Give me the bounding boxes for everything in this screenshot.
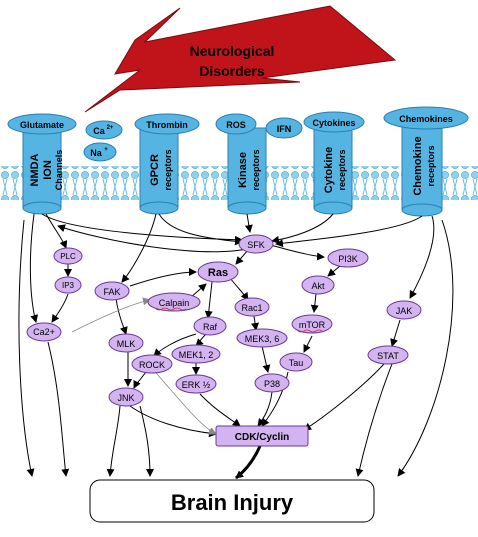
node-calpain: Calpain — [147, 292, 201, 312]
svg-text:JAK: JAK — [396, 306, 413, 316]
receptor-nmda-line-3: Channels — [54, 150, 64, 191]
brain-injury-box: Brain Injury — [89, 479, 375, 523]
svg-text:Rac1: Rac1 — [241, 303, 262, 313]
svg-text:ERK ½: ERK ½ — [182, 380, 211, 390]
node-plc: PLC — [53, 247, 83, 265]
svg-text:MEK3, 6: MEK3, 6 — [245, 334, 280, 344]
node-erk: ERK ½ — [175, 374, 217, 394]
svg-text:MLK: MLK — [117, 339, 136, 349]
svg-text:PI3K: PI3K — [338, 254, 358, 264]
node-stat: STAT — [367, 345, 409, 365]
receptor-label-glutamate: Glutamate — [20, 120, 64, 130]
node-mek36: MEK3, 6 — [236, 328, 288, 348]
node-rock: ROCK — [131, 354, 173, 374]
receptor-label-ros: ROS — [226, 120, 246, 130]
brain-injury-label: Brain Injury — [171, 490, 294, 515]
receptor-nmda-line-1: NMDA — [29, 153, 41, 186]
svg-text:Chemokine: Chemokine — [412, 136, 424, 195]
node-tau: Tau — [279, 352, 313, 372]
svg-text:Tau: Tau — [289, 358, 304, 368]
svg-text:SFK: SFK — [247, 240, 265, 250]
neurological-disorders-banner: Neurological Disorders — [84, 5, 397, 113]
svg-text:mTOR: mTOR — [299, 320, 326, 330]
receptor-label-thrombin: Thrombin — [146, 120, 188, 130]
svg-text:CDK/Cyclin: CDK/Cyclin — [235, 432, 289, 443]
svg-text:ROCK: ROCK — [139, 360, 165, 370]
receptor-label-chemokines: Chemokines — [399, 114, 453, 124]
receptor-chemokine: Chemokines Chemokine receptors — [383, 106, 469, 217]
node-mtor: mTOR — [291, 314, 333, 334]
svg-text:P38: P38 — [264, 379, 280, 389]
banner-line-1: Neurological — [190, 43, 275, 59]
ion-na: Na + — [83, 142, 117, 162]
svg-text:Akt: Akt — [311, 281, 325, 291]
node-cdk-cyclin: CDK/Cyclin — [215, 425, 309, 447]
node-fak: FAK — [94, 281, 130, 301]
svg-text:STAT: STAT — [377, 351, 399, 361]
svg-text:receptors: receptors — [163, 149, 173, 190]
svg-text:FAK: FAK — [103, 287, 120, 297]
svg-text:2+: 2+ — [107, 125, 114, 131]
ifn-ligand: IFN — [265, 117, 303, 139]
banner-line-2: Disorders — [199, 63, 265, 79]
svg-text:IFN: IFN — [277, 124, 292, 134]
svg-text:Ca2+: Ca2+ — [33, 327, 55, 337]
svg-text:GPCR: GPCR — [149, 154, 161, 186]
receptor-cytokine: Cytokines Cytokine receptors — [303, 111, 365, 215]
svg-text:Cytokine: Cytokine — [323, 147, 335, 193]
receptor-nmda: Glutamate NMDA ION Channels — [7, 113, 77, 215]
node-ca2: Ca2+ — [26, 322, 62, 342]
svg-text:Kinase: Kinase — [237, 152, 249, 188]
svg-text:receptors: receptors — [337, 149, 347, 190]
node-jnk: JNK — [108, 387, 144, 407]
node-raf: Raf — [193, 316, 227, 336]
inhibitory-arrows — [71, 297, 217, 435]
svg-text:+: + — [104, 147, 108, 153]
pathway-arrows — [18, 213, 454, 480]
svg-text:PLC: PLC — [60, 252, 76, 261]
svg-text:JNK: JNK — [117, 393, 134, 403]
receptor-label-cytokines: Cytokines — [312, 118, 355, 128]
svg-text:Raf: Raf — [203, 322, 218, 332]
svg-text:IP3: IP3 — [62, 281, 75, 290]
node-ras: Ras — [197, 261, 239, 283]
node-ip3: IP3 — [54, 276, 82, 294]
svg-text:MEK1, 2: MEK1, 2 — [179, 350, 214, 360]
node-jak: JAK — [386, 300, 422, 320]
svg-text:Calpain: Calpain — [159, 298, 190, 308]
node-p38: P38 — [254, 373, 290, 393]
receptor-gpcr: Thrombin GPCR receptors — [134, 113, 200, 215]
svg-text:Ca: Ca — [93, 126, 105, 136]
svg-text:Ras: Ras — [208, 267, 228, 279]
svg-text:Na: Na — [90, 148, 102, 158]
node-akt: Akt — [301, 275, 335, 295]
node-sfk: SFK — [238, 234, 274, 254]
receptor-kinase: ROS Kinase receptors — [215, 113, 267, 215]
svg-text:receptors: receptors — [251, 149, 261, 190]
ion-ca: Ca 2+ — [85, 120, 123, 140]
node-mlk: MLK — [108, 333, 144, 353]
receptor-nmda-line-2: ION — [42, 160, 54, 180]
svg-text:receptors: receptors — [426, 145, 436, 186]
node-rac1: Rac1 — [234, 297, 270, 317]
node-mek12: MEK1, 2 — [171, 344, 221, 364]
node-pi3k: PI3K — [327, 248, 369, 268]
